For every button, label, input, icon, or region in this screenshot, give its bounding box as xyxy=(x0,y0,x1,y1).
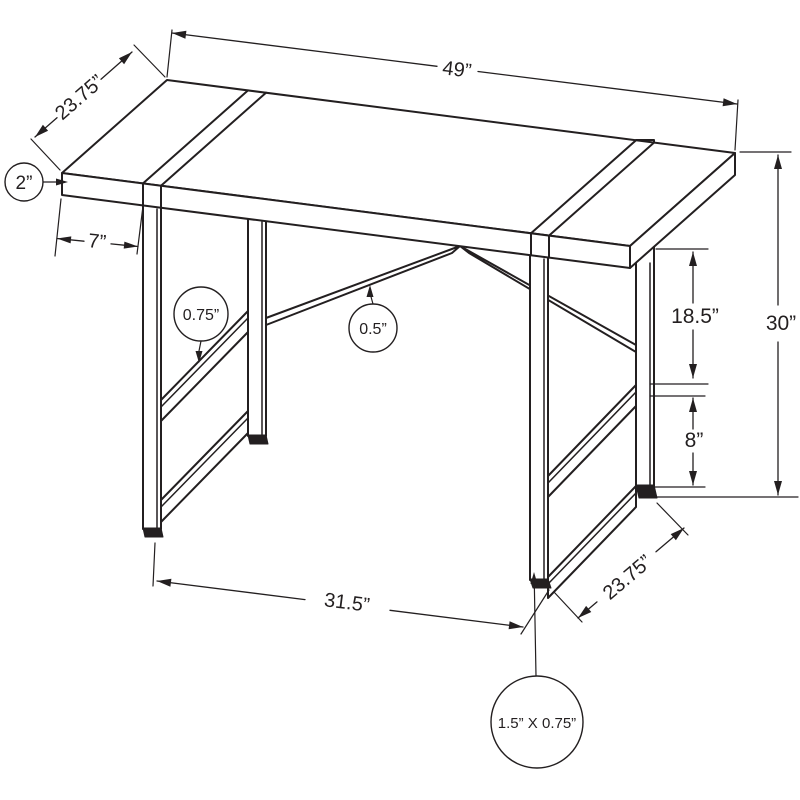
arrowhead xyxy=(57,236,72,244)
leader-line-brace xyxy=(370,295,374,305)
arrowhead xyxy=(118,52,132,65)
extension-line xyxy=(54,198,62,257)
left-leg-mid-rail-edge xyxy=(160,317,249,408)
dim-line-top-width xyxy=(171,32,438,67)
left-band-seam-outer xyxy=(142,89,249,185)
arrowhead xyxy=(157,578,172,587)
dim-label-leg-span: 31.5” xyxy=(323,589,371,617)
left-back-foot xyxy=(247,434,269,445)
leader-arrow-thickness xyxy=(56,178,68,186)
dim-line-top-width xyxy=(477,70,738,105)
desk-top-right-face xyxy=(629,152,736,269)
arrowhead xyxy=(774,481,782,495)
left-leg-bottom-rail xyxy=(160,410,249,523)
callout-circle-thickness xyxy=(4,162,44,202)
arrowhead xyxy=(172,30,187,39)
right-leg-bottom-rail-edge xyxy=(547,492,637,585)
arrowhead xyxy=(35,124,49,137)
leader-arrow-brace xyxy=(366,285,374,297)
dim-label-brace: 0.5” xyxy=(359,321,387,338)
right-band-seam-inner xyxy=(548,141,655,237)
callout-leaders xyxy=(41,178,538,677)
dimension-arrowheads xyxy=(35,30,782,630)
arrowhead xyxy=(508,621,523,630)
dim-line-leg-span xyxy=(156,580,306,601)
callout-circles xyxy=(4,162,584,769)
leader-line-frame-tube xyxy=(198,340,202,353)
dim-label-foot: 1.5” X 0.75” xyxy=(498,715,576,732)
extension-line xyxy=(133,44,166,78)
dimension-lines xyxy=(34,32,779,628)
right-band-seam-outer xyxy=(530,139,637,235)
extension-line xyxy=(734,99,739,151)
left-leg-rails xyxy=(160,310,249,523)
left-leg-front-post xyxy=(142,183,162,530)
callout-circle-foot xyxy=(490,675,584,769)
extension-line xyxy=(152,542,156,587)
dim-label-top-thickness: 2” xyxy=(16,173,33,194)
arrowhead xyxy=(578,605,592,618)
left-front-foot xyxy=(142,527,164,538)
dim-label-leg-inset: 7” xyxy=(87,230,107,254)
arrowhead xyxy=(689,252,697,266)
desk-top-band-seams xyxy=(142,89,655,259)
arrowhead xyxy=(123,241,138,249)
dim-label-lower-section: 8” xyxy=(685,429,704,452)
extension-line xyxy=(30,138,61,171)
arrowhead xyxy=(774,155,782,169)
leader-arrow-foot xyxy=(530,572,538,584)
arrowhead xyxy=(722,98,737,107)
dim-label-top-width: 49” xyxy=(441,57,472,82)
dim-label-frame-tube: 0.75” xyxy=(183,307,219,324)
right-leg-mid-rail-edge xyxy=(547,391,637,484)
extension-line xyxy=(656,502,689,536)
left-leg-bottom-rail-edge xyxy=(160,417,249,508)
extension-line xyxy=(166,29,173,78)
callout-circle-frame-tube xyxy=(173,286,229,342)
leader-arrow-frame-tube xyxy=(195,351,203,363)
left-band-seam-inner xyxy=(160,91,267,187)
right-back-foot xyxy=(635,484,658,499)
right-leg-front-post xyxy=(529,239,549,581)
desk-top xyxy=(61,79,736,269)
callout-circle-brace xyxy=(348,303,398,353)
right-leg-mid-rail xyxy=(547,384,637,498)
dim-label-height: 30” xyxy=(766,312,796,335)
arrowhead xyxy=(689,364,697,378)
arrowhead xyxy=(670,528,684,541)
dim-label-leg-depth: 23.75” xyxy=(599,551,656,604)
arrowhead xyxy=(689,471,697,485)
extension-line xyxy=(553,591,583,623)
right-leg-rails xyxy=(547,384,637,599)
arrowhead xyxy=(689,398,697,412)
dim-label-upper-section: 18.5” xyxy=(671,305,719,328)
dim-line-leg-span xyxy=(389,609,524,628)
leader-line-foot xyxy=(533,582,537,677)
extension-lines xyxy=(30,29,799,635)
dim-label-top-depth: 23.75” xyxy=(51,71,108,125)
